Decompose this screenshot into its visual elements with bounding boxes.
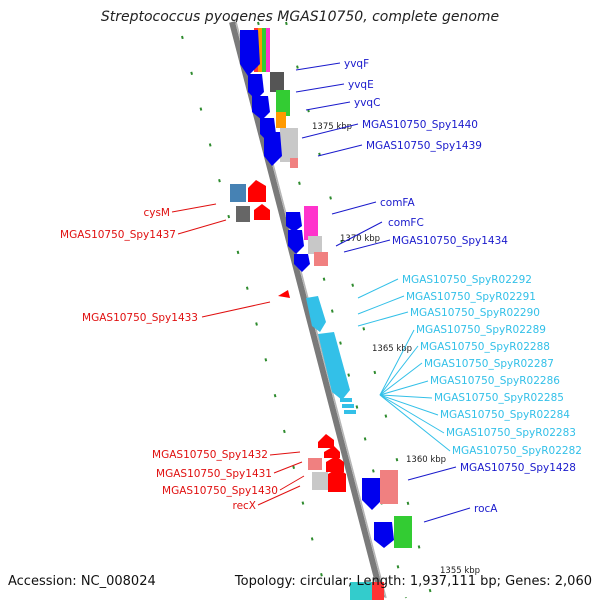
gene-label-spy1437[interactable]: MGAS10750_Spy1437	[60, 229, 176, 241]
map-title: Streptococcus pyogenes MGAS10750, comple…	[100, 9, 500, 25]
gene-label-yvqE[interactable]: yvqE	[348, 79, 374, 91]
gene-arrow	[326, 456, 344, 472]
accession-text: Accession: NC_008024	[8, 574, 156, 589]
gene-label-spy1439[interactable]: MGAS10750_Spy1439	[366, 140, 482, 152]
gene-label-spyR02290[interactable]: MGAS10750_SpyR02290	[410, 307, 540, 319]
kbp-label: 1360 kbp	[406, 455, 446, 465]
gene-arrow	[286, 212, 302, 232]
gene-label-comFA[interactable]: comFA	[380, 197, 416, 209]
gene-label-spyR02284[interactable]: MGAS10750_SpyR02284	[440, 409, 570, 421]
feature-column	[254, 28, 298, 168]
gene-arrow	[374, 522, 394, 548]
gene-arrow	[248, 180, 266, 202]
genome-summary-text: Topology: circular; Length: 1,937,111 bp…	[234, 574, 592, 589]
gene-label-spy1440[interactable]: MGAS10750_Spy1440	[362, 119, 478, 131]
kbp-label: 1375 kbp	[312, 122, 352, 132]
gene-label-spy1432[interactable]: MGAS10750_Spy1432	[152, 449, 268, 461]
gene-label-spyR02286[interactable]: MGAS10750_SpyR02286	[430, 375, 560, 387]
gene-label-comFC[interactable]: comFC	[388, 217, 424, 229]
gene-label-spyR02283[interactable]: MGAS10750_SpyR02283	[446, 427, 576, 439]
gene-label-spy1434[interactable]: MGAS10750_Spy1434	[392, 235, 508, 247]
gene-arrow	[362, 478, 382, 510]
reverse-gene-arrows	[230, 180, 346, 492]
rna-arrow	[318, 332, 350, 400]
forward-gene-arrows	[240, 30, 394, 548]
gene-arrow	[278, 290, 290, 298]
forward-gene-labels: yvqF yvqE yvqC MGAS10750_Spy1440 MGAS107…	[344, 58, 576, 515]
gene-label-spyR02285[interactable]: MGAS10750_SpyR02285	[434, 392, 564, 404]
gene-arrow	[324, 446, 340, 458]
gene-arrow	[264, 132, 282, 166]
rna-gene-labels: MGAS10750_SpyR02292 MGAS10750_SpyR02291 …	[402, 274, 582, 457]
gene-arrow	[328, 468, 346, 492]
gene-label-rocA[interactable]: rocA	[474, 503, 498, 515]
gene-label-spyR02289[interactable]: MGAS10750_SpyR02289	[416, 324, 546, 336]
kbp-label: 1355 kbp	[440, 566, 480, 576]
gene-arrow	[254, 204, 270, 220]
gene-label-spyR02287[interactable]: MGAS10750_SpyR02287	[424, 358, 554, 370]
gene-label-yvqC[interactable]: yvqC	[354, 97, 380, 109]
gene-arrow	[294, 254, 310, 272]
gene-arrow	[240, 30, 260, 76]
leader-lines	[171, 62, 471, 523]
gene-label-spyR02282[interactable]: MGAS10750_SpyR02282	[452, 445, 582, 457]
reverse-gene-labels: cysM MGAS10750_Spy1437 MGAS10750_Spy1433…	[60, 207, 278, 512]
gene-label-recX[interactable]: recX	[232, 500, 256, 512]
rna-arrow	[306, 296, 326, 332]
gene-arrow	[248, 74, 264, 100]
gene-label-spyR02291[interactable]: MGAS10750_SpyR02291	[406, 291, 536, 303]
gene-label-spy1428[interactable]: MGAS10750_Spy1428	[460, 462, 576, 474]
rna-features	[306, 296, 356, 414]
gene-label-spyR02288[interactable]: MGAS10750_SpyR02288	[420, 341, 550, 353]
gene-label-cysM[interactable]: cysM	[143, 207, 170, 219]
kbp-label: 1370 kbp	[340, 234, 380, 244]
gene-label-spyR02292[interactable]: MGAS10750_SpyR02292	[402, 274, 532, 286]
gene-arrow	[288, 230, 304, 254]
forward-gene-blocks	[304, 206, 412, 600]
gene-label-spy1430[interactable]: MGAS10750_Spy1430	[162, 485, 278, 497]
gene-label-spy1433[interactable]: MGAS10750_Spy1433	[82, 312, 198, 324]
gene-label-spy1431[interactable]: MGAS10750_Spy1431	[156, 468, 272, 480]
kbp-labels: 1375 kbp 1370 kbp 1365 kbp 1360 kbp 1355…	[312, 122, 480, 576]
gene-label-yvqF[interactable]: yvqF	[344, 58, 369, 70]
gene-arrow	[252, 96, 270, 120]
gene-arrow	[318, 434, 334, 448]
kbp-label: 1365 kbp	[372, 344, 412, 354]
